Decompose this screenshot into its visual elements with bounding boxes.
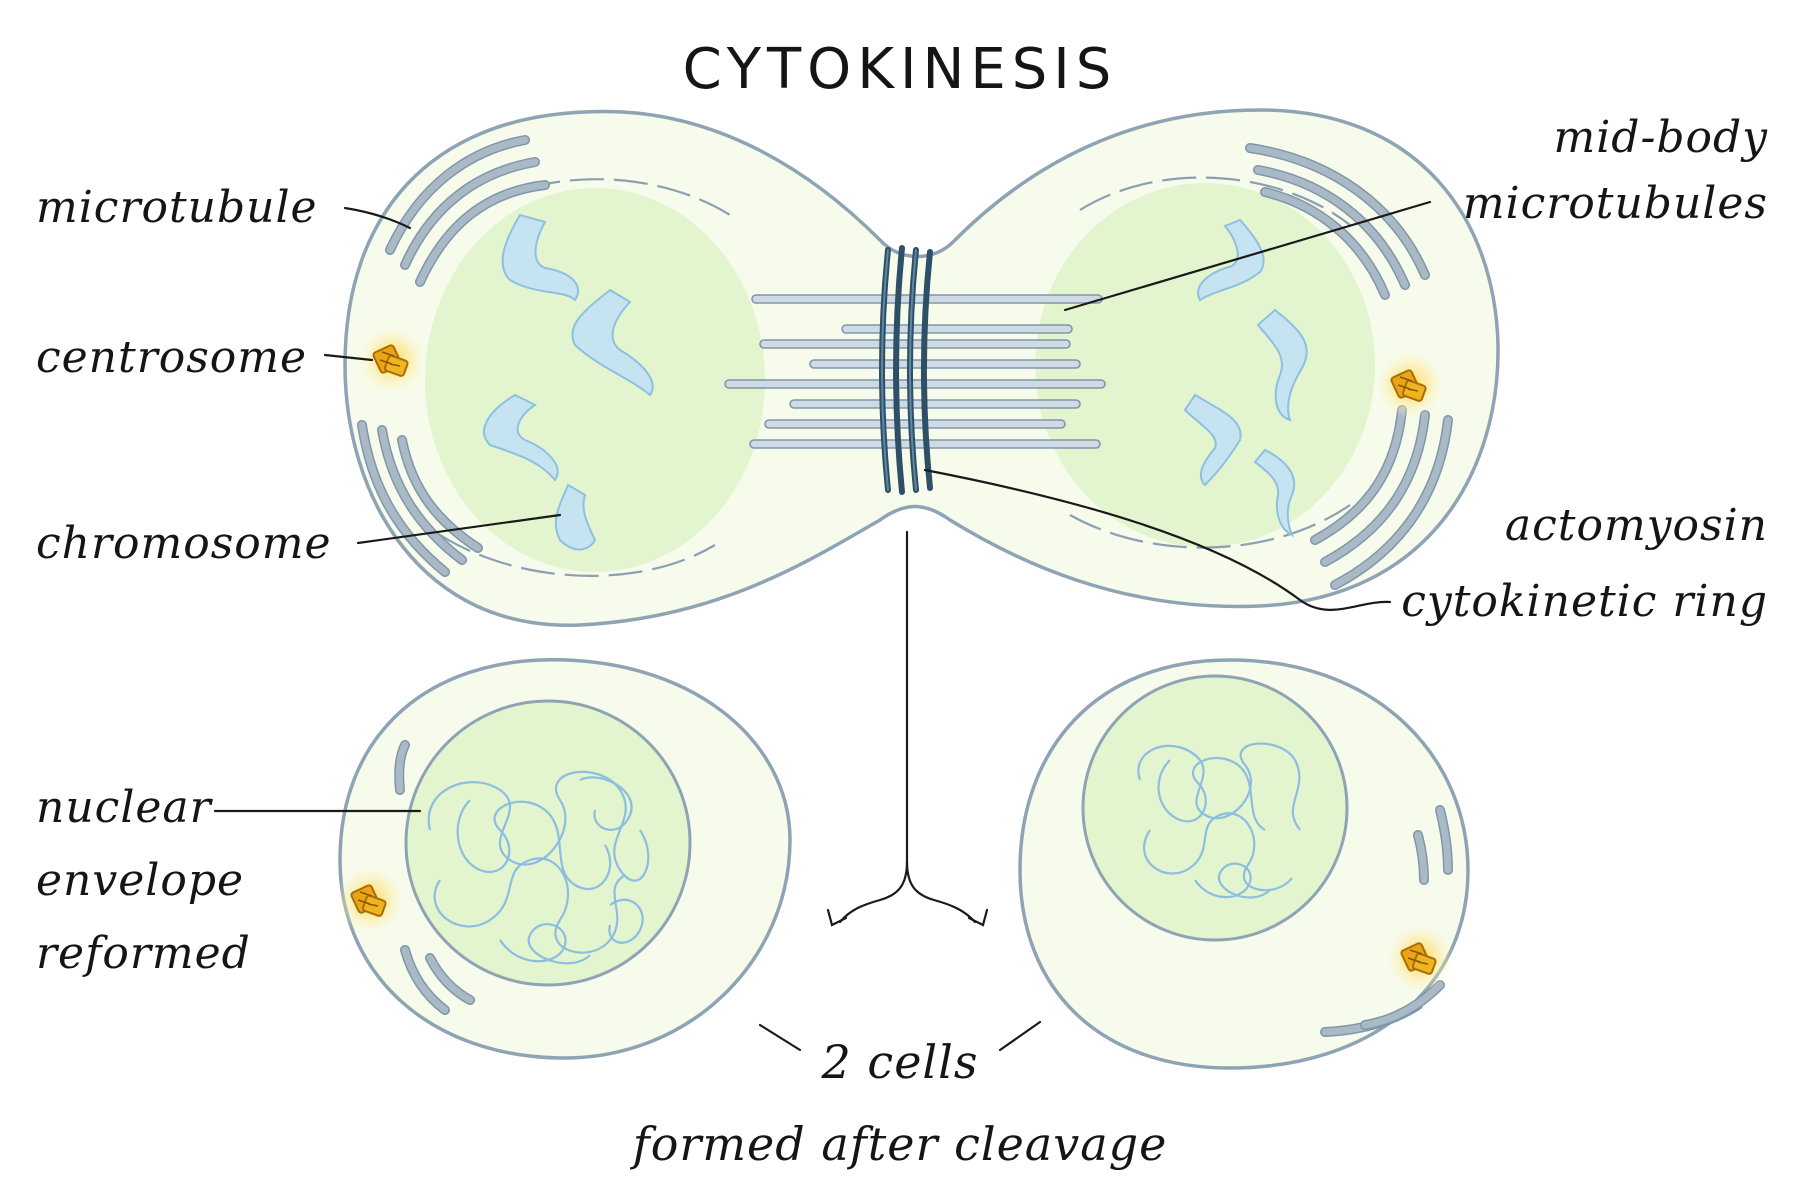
left-chromosomes [483, 213, 654, 551]
label-chromosome: chromosome [36, 518, 332, 569]
label-microtubule: microtubule [36, 182, 318, 233]
chromatin-right [1137, 742, 1301, 899]
label-nuclear-line1: nuclear [36, 782, 214, 833]
left-astral-microtubules [357, 135, 550, 577]
label-nuclear-line3: reformed [36, 928, 251, 979]
leader-centrosome [323, 353, 374, 362]
chromatin-left [427, 770, 650, 965]
daughter-left-centrosome-icon [335, 865, 405, 935]
label-midbody-line1: mid-body [1553, 112, 1768, 163]
actomyosin-cytokinetic-ring [879, 245, 933, 495]
dividing-cell [343, 108, 1500, 627]
daughter-cell-left [335, 658, 792, 1060]
right-astral-microtubules [1245, 143, 1453, 590]
label-nuclear-line2: envelope [36, 855, 244, 906]
right-centrosome-icon [1375, 350, 1445, 420]
label-centrosome: centrosome [36, 332, 307, 383]
leader-microtubule [343, 206, 412, 230]
leader-ring [923, 468, 1392, 611]
division-arrow [826, 530, 989, 927]
label-cells-line1: 2 cells [821, 1035, 979, 1089]
daughter-right-centrosome-icon [1385, 923, 1455, 993]
label-midbody-line2: microtubules [1463, 178, 1768, 229]
leader-cells-left [758, 1023, 802, 1052]
daughter-cell-right [1018, 658, 1470, 1070]
label-cells-line2: formed after cleavage [630, 1117, 1168, 1171]
leader-midbody [1063, 200, 1432, 312]
diagram-title: CYTOKINESIS [683, 37, 1118, 102]
right-chromosomes [1183, 218, 1308, 538]
label-ring-line2: cytokinetic ring [1401, 576, 1768, 627]
right-nucleus-region [1035, 183, 1375, 547]
leader-chromosome [356, 513, 562, 545]
left-nucleus-region [425, 188, 765, 572]
label-ring-line1: actomyosin [1505, 500, 1768, 551]
leader-cells-right [998, 1020, 1042, 1052]
